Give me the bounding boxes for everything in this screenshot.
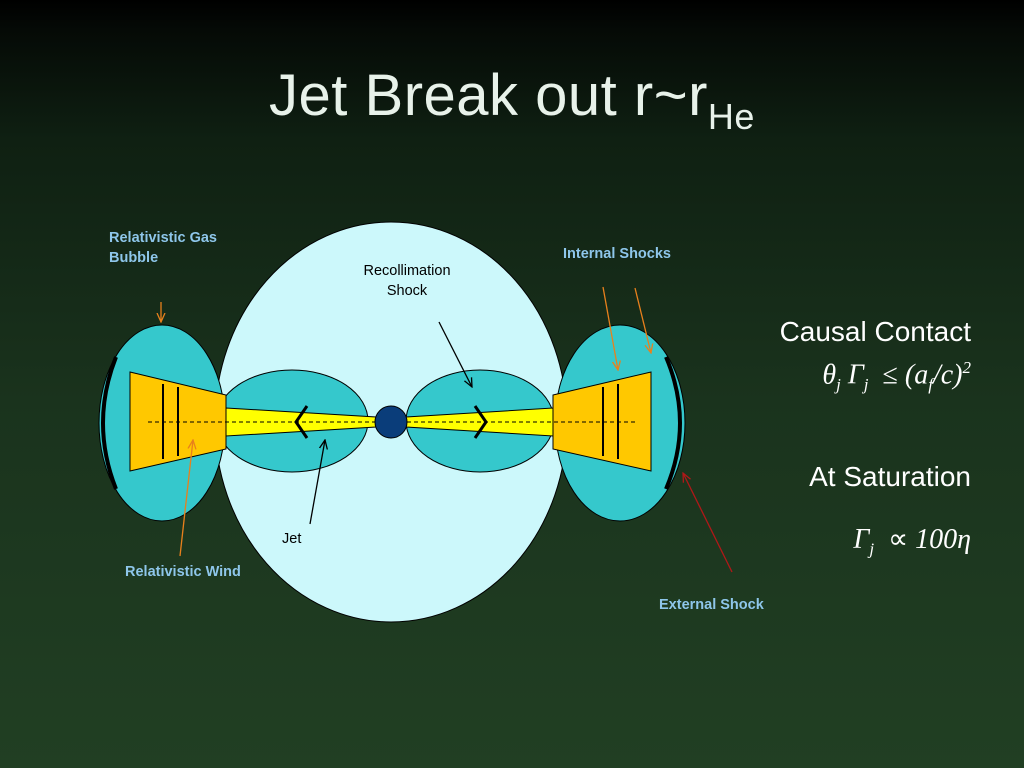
page-title: Jet Break out r~rHe bbox=[0, 62, 1024, 137]
saturation-heading: At Saturation bbox=[809, 461, 971, 492]
title-subscript: He bbox=[707, 96, 755, 137]
label-recollimation-shock: Recollimation Shock bbox=[363, 263, 451, 299]
causal-contact-heading: Causal Contact bbox=[779, 316, 971, 347]
internal-shock-arrow-1 bbox=[602, 286, 618, 370]
title-main: Jet Break out r~r bbox=[269, 63, 708, 128]
jet-arrow bbox=[309, 440, 325, 525]
internal-shock-arrow-2 bbox=[634, 287, 651, 353]
central-engine bbox=[374, 405, 408, 439]
wind-arrow bbox=[179, 440, 193, 557]
causal-contact-formula: θj Γj ≤ (af/c)2 bbox=[822, 358, 971, 394]
label-jet: Jet bbox=[282, 531, 302, 547]
recollimation-arrow bbox=[438, 321, 472, 387]
label-external-shock: External Shock bbox=[659, 597, 764, 613]
label-gas-bubble: Relativistic Gas Bubble bbox=[109, 230, 217, 266]
right-external-shock-arc bbox=[664, 356, 682, 490]
saturation-formula: Γj ∝ 100η bbox=[853, 524, 971, 559]
label-internal-shocks: Internal Shocks bbox=[563, 246, 671, 262]
left-external-shock-arc bbox=[101, 356, 118, 490]
label-relativistic-wind: Relativistic Wind bbox=[125, 564, 241, 580]
external-shock-arrow bbox=[683, 473, 733, 573]
